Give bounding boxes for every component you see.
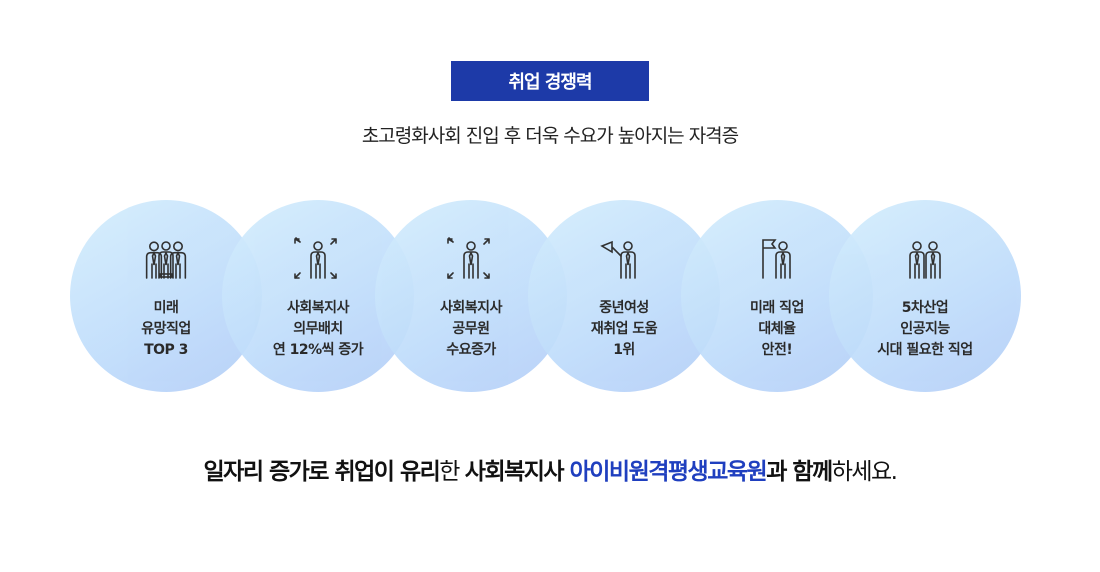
- feature-line: 의무배치: [293, 321, 343, 337]
- feature-line: 인공지능: [900, 321, 950, 337]
- closing-message: 일자리 증가로 취업이 유리한 사회복지사 아이비원격평생교육원과 함께하세요.: [0, 452, 1100, 486]
- person-arrows-icon: [445, 236, 497, 288]
- closing-part: 일자리 증가로 취업이 유리: [203, 459, 441, 485]
- feature-line: 유망직업: [141, 321, 191, 337]
- closing-part: 과 함께: [766, 459, 833, 485]
- feature-line: 시대 필요한 직업: [877, 342, 973, 358]
- couple-icon: [899, 236, 951, 288]
- feature-line: 재취업 도움: [590, 321, 658, 337]
- feature-line: 수요증가: [446, 342, 496, 358]
- brand-name: 아이비원격평생교육원: [569, 459, 768, 485]
- feature-line: 사회복지사: [287, 300, 349, 316]
- feature-line: 미래: [153, 300, 179, 316]
- feature-line: 연 12%씩 증가: [272, 342, 364, 358]
- feature-line: 5차산업: [901, 300, 949, 316]
- feature-line: 공무원: [452, 321, 490, 337]
- subtitle: 초고령화사회 진입 후 더욱 수요가 높아지는 자격증: [361, 125, 739, 147]
- feature-line: TOP 3: [144, 342, 188, 358]
- feature-line: 1위: [613, 342, 635, 358]
- closing-part: 사회복지사: [464, 459, 570, 485]
- feature-line: 미래 직업: [750, 300, 804, 316]
- feature-line: 대체율: [758, 321, 796, 337]
- feature-line: 사회복지사: [440, 300, 502, 316]
- team-icon: [140, 236, 192, 288]
- closing-part: 하세요.: [831, 459, 898, 485]
- person-flag-icon: [751, 236, 803, 288]
- person-megaphone-icon: [598, 236, 650, 288]
- feature-line: 안전!: [761, 342, 793, 358]
- section-badge: 취업 경쟁력: [451, 61, 649, 101]
- feature-line: 중년여성: [599, 300, 649, 316]
- closing-part: 한: [439, 459, 465, 485]
- person-arrows-icon: [292, 236, 344, 288]
